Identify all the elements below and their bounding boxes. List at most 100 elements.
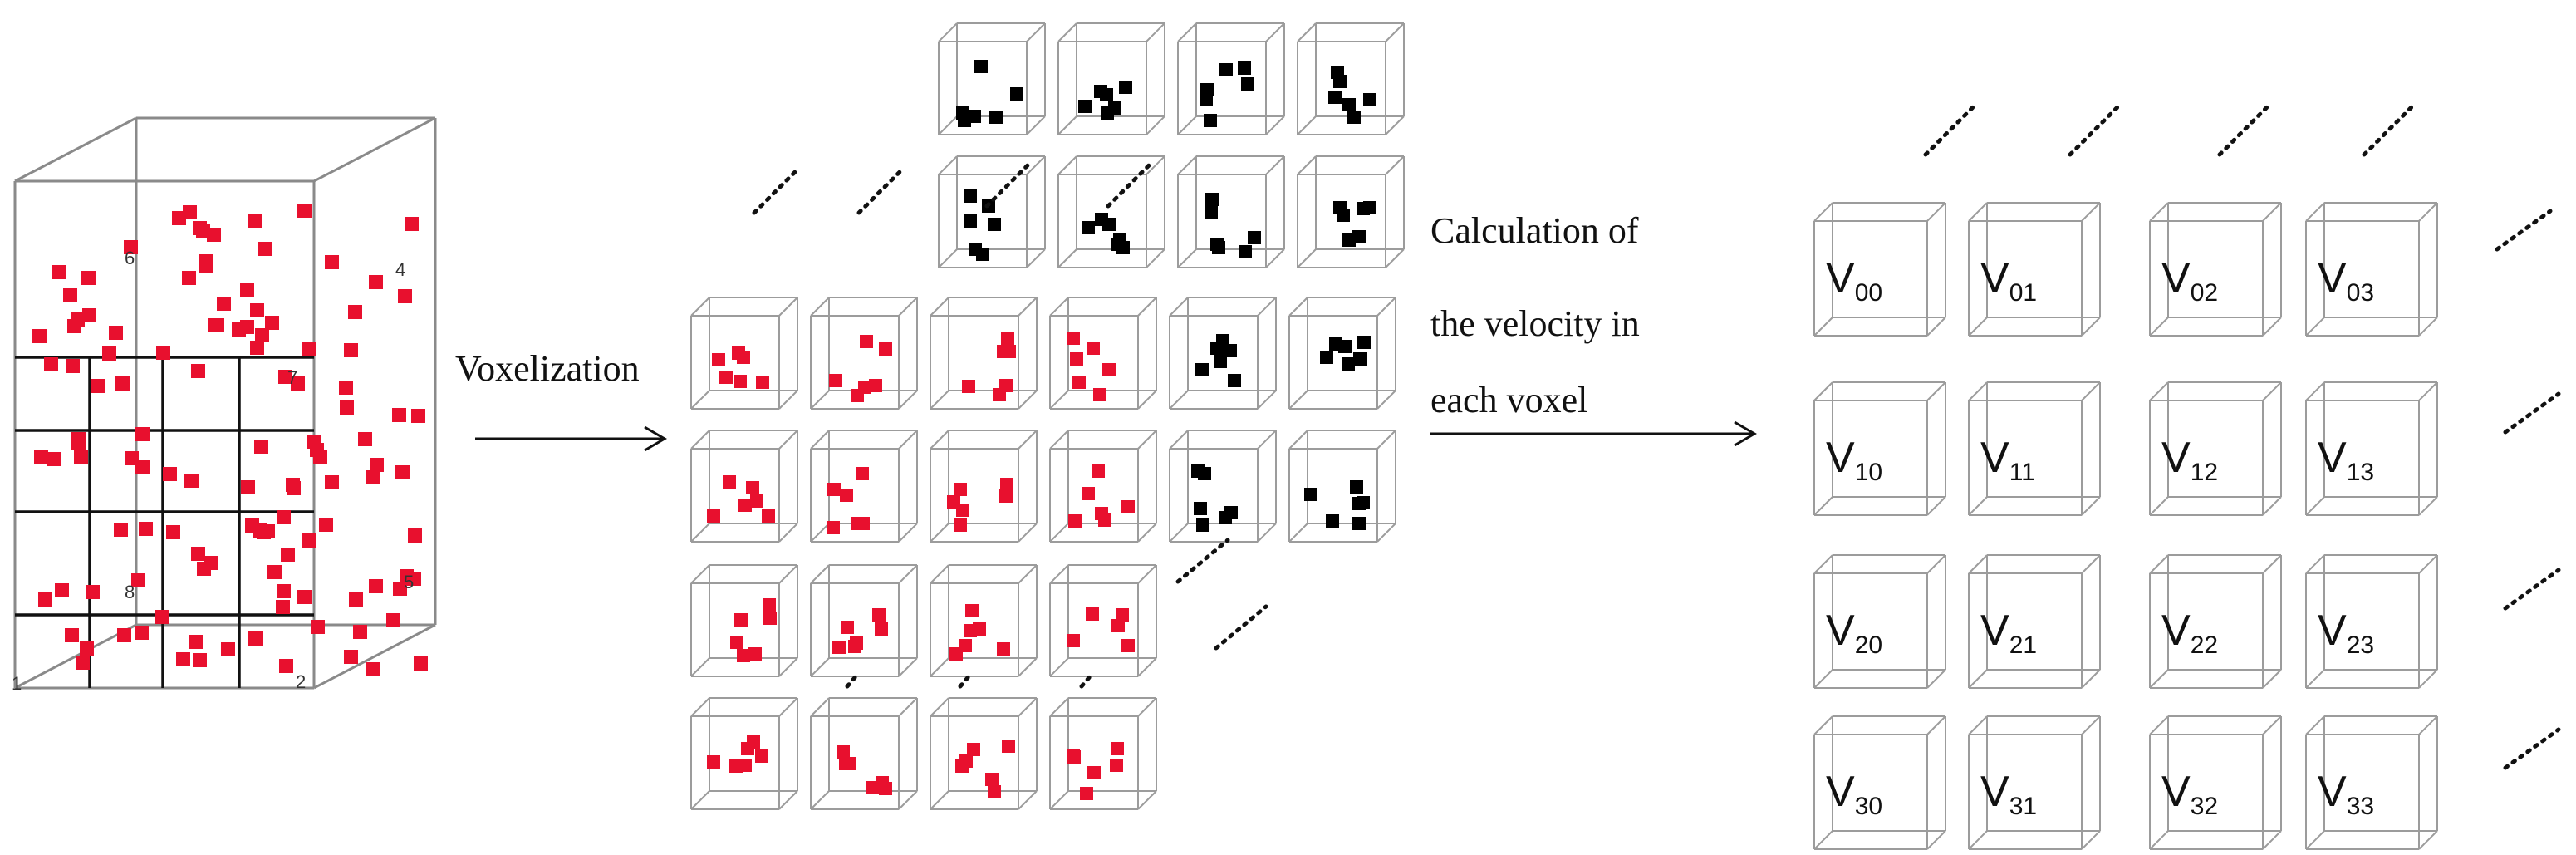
velocity-label: V22 [2161, 607, 2218, 659]
particle [102, 346, 116, 361]
particle [756, 376, 769, 389]
particle [707, 509, 720, 523]
particle [414, 656, 428, 671]
particle-dark [1357, 336, 1371, 349]
voxel-edge [1146, 115, 1165, 135]
voxel-red [810, 564, 918, 677]
voxel-edge [930, 430, 949, 450]
particle [339, 381, 353, 395]
voxel-edge [1968, 381, 1988, 401]
voxel-edge [2305, 496, 2325, 516]
voxel-red [690, 697, 798, 810]
particle [277, 510, 291, 524]
voxel-edge [898, 657, 918, 677]
voxel-edge [2418, 715, 2438, 735]
particle [741, 742, 754, 755]
particle [829, 374, 842, 387]
velocity-label: V32 [2161, 768, 2218, 820]
particle-dark [1102, 218, 1116, 231]
particle-dark [1363, 201, 1376, 214]
voxel-edge [1049, 430, 1069, 450]
velocity-label: V01 [1980, 254, 2037, 307]
particle [344, 650, 358, 664]
velocity-voxel: V12 [2149, 381, 2282, 516]
particle [851, 389, 864, 402]
particle-dark [1333, 201, 1347, 214]
particle-dark [988, 218, 1001, 231]
particle [1086, 607, 1099, 621]
particle [1068, 514, 1082, 528]
velocity-label: V31 [1980, 768, 2037, 820]
voxel-edge [1026, 115, 1046, 135]
particle [1092, 464, 1105, 478]
particle [730, 636, 743, 649]
particle [163, 467, 177, 481]
voxel-black [1288, 297, 1396, 410]
voxel-red [810, 430, 918, 543]
particle-dark [1111, 238, 1124, 251]
particle [34, 450, 48, 464]
particle-dark [1342, 98, 1356, 111]
particle-dark [1352, 230, 1366, 243]
particle [842, 757, 856, 770]
voxel-edge [930, 790, 949, 810]
ellipsis-markers [752, 102, 2561, 770]
particle [875, 622, 888, 636]
voxel-edge [1926, 669, 1946, 689]
voxel-edge [1265, 22, 1285, 42]
voxel-grid [690, 22, 1405, 810]
particle [719, 371, 733, 384]
particle-dark [1347, 111, 1361, 124]
velocity-voxel: V03 [2305, 202, 2438, 337]
voxel-edge [1169, 430, 1189, 450]
voxel-edge [1257, 430, 1277, 450]
ellipsis-marker [752, 169, 798, 215]
particle [1093, 388, 1106, 401]
particle [746, 481, 759, 494]
voxel-edge [2305, 381, 2325, 401]
velocity-voxel: V23 [2305, 554, 2438, 689]
particle [999, 489, 1013, 503]
particle-dark [1200, 93, 1213, 106]
particle [1116, 608, 1129, 622]
particle [1067, 332, 1080, 345]
particle-dark [1352, 517, 1366, 530]
particle [189, 635, 203, 649]
particle-dark [1241, 77, 1254, 91]
voxel-edge [1926, 715, 1946, 735]
particle [67, 319, 81, 333]
voxel-edge [2418, 554, 2438, 574]
particle [114, 523, 128, 537]
voxel-red [1049, 564, 1157, 677]
voxel-edge [930, 657, 949, 677]
particle [954, 483, 967, 496]
particle-dark [1363, 93, 1376, 106]
voxel-edge [2418, 496, 2438, 516]
particle-dark [974, 60, 988, 73]
voxel-edge [1288, 430, 1308, 450]
particle [1080, 787, 1093, 800]
voxel-edge [1018, 297, 1038, 317]
particle [395, 465, 410, 479]
particle-dark [969, 243, 982, 256]
ellipsis-marker [984, 162, 1031, 209]
particle [723, 475, 736, 489]
velocity-arrow-head [1734, 420, 1757, 447]
voxelization-arrow: Voxelization [455, 348, 667, 452]
particle [232, 322, 246, 337]
particle [965, 604, 979, 617]
voxel-edge [938, 155, 958, 175]
voxel-edge [898, 390, 918, 410]
voxel-edge [1049, 523, 1069, 543]
voxel-edge [1813, 381, 1833, 401]
voxel-edge [1018, 697, 1038, 717]
particle [850, 636, 863, 650]
voxel-edge [1265, 115, 1285, 135]
voxel-edge [810, 790, 830, 810]
particle [184, 474, 199, 488]
particle [65, 628, 79, 642]
particle [131, 573, 145, 587]
velocity-voxel: V32 [2149, 715, 2282, 850]
particle [80, 641, 94, 656]
voxel-edge [778, 697, 798, 717]
